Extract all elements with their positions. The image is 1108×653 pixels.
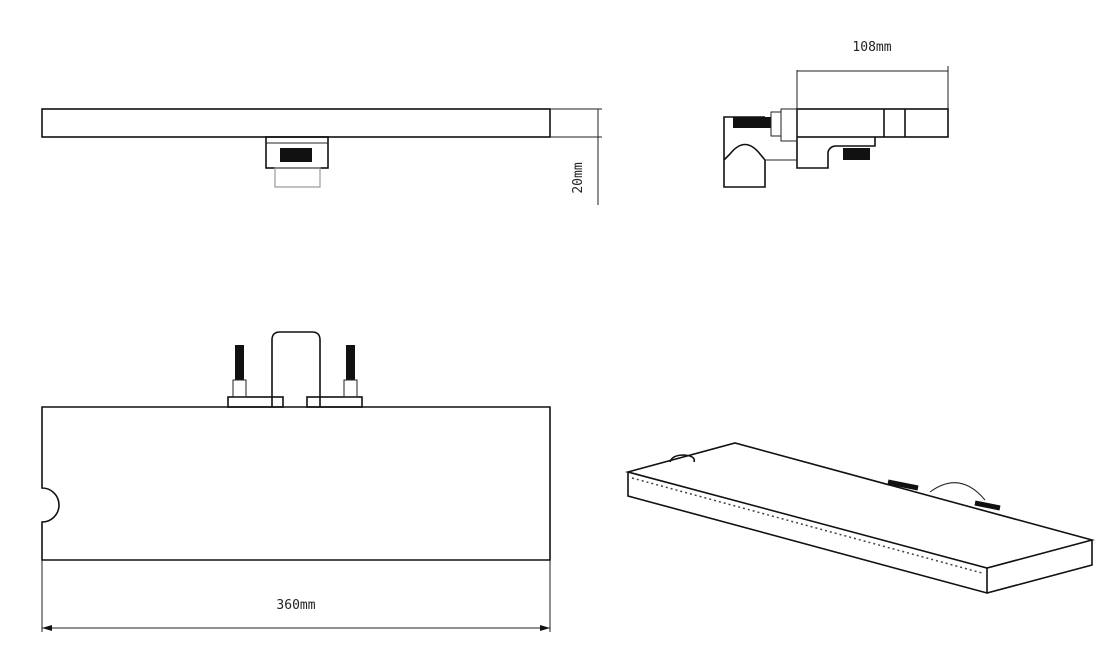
- shelf-front-face: [627, 472, 988, 595]
- clamp-side: [723, 116, 766, 188]
- bracket-side: [796, 137, 876, 169]
- shelf-board-front: [41, 108, 551, 138]
- bracket-top: [271, 331, 321, 407]
- bolt-right: [346, 345, 355, 380]
- front-elevation-view: 20mm: [41, 108, 602, 205]
- depth-dimension-label: 108mm: [852, 40, 891, 55]
- plan-view: 360mm: [41, 331, 551, 632]
- shelf-board-side: [796, 108, 949, 138]
- isometric-view: [624, 442, 1096, 595]
- width-dimension-label: 360mm: [276, 598, 315, 613]
- side-elevation-view: 108mm: [723, 40, 949, 188]
- height-dimension-label: 20mm: [571, 162, 586, 193]
- shelf-board-top: [41, 406, 551, 561]
- clamp-front: [274, 167, 321, 188]
- shelf-top-face: [624, 442, 1096, 569]
- notch-iso: [669, 454, 696, 463]
- bolt-side: [733, 117, 771, 128]
- bolt-left: [235, 345, 244, 380]
